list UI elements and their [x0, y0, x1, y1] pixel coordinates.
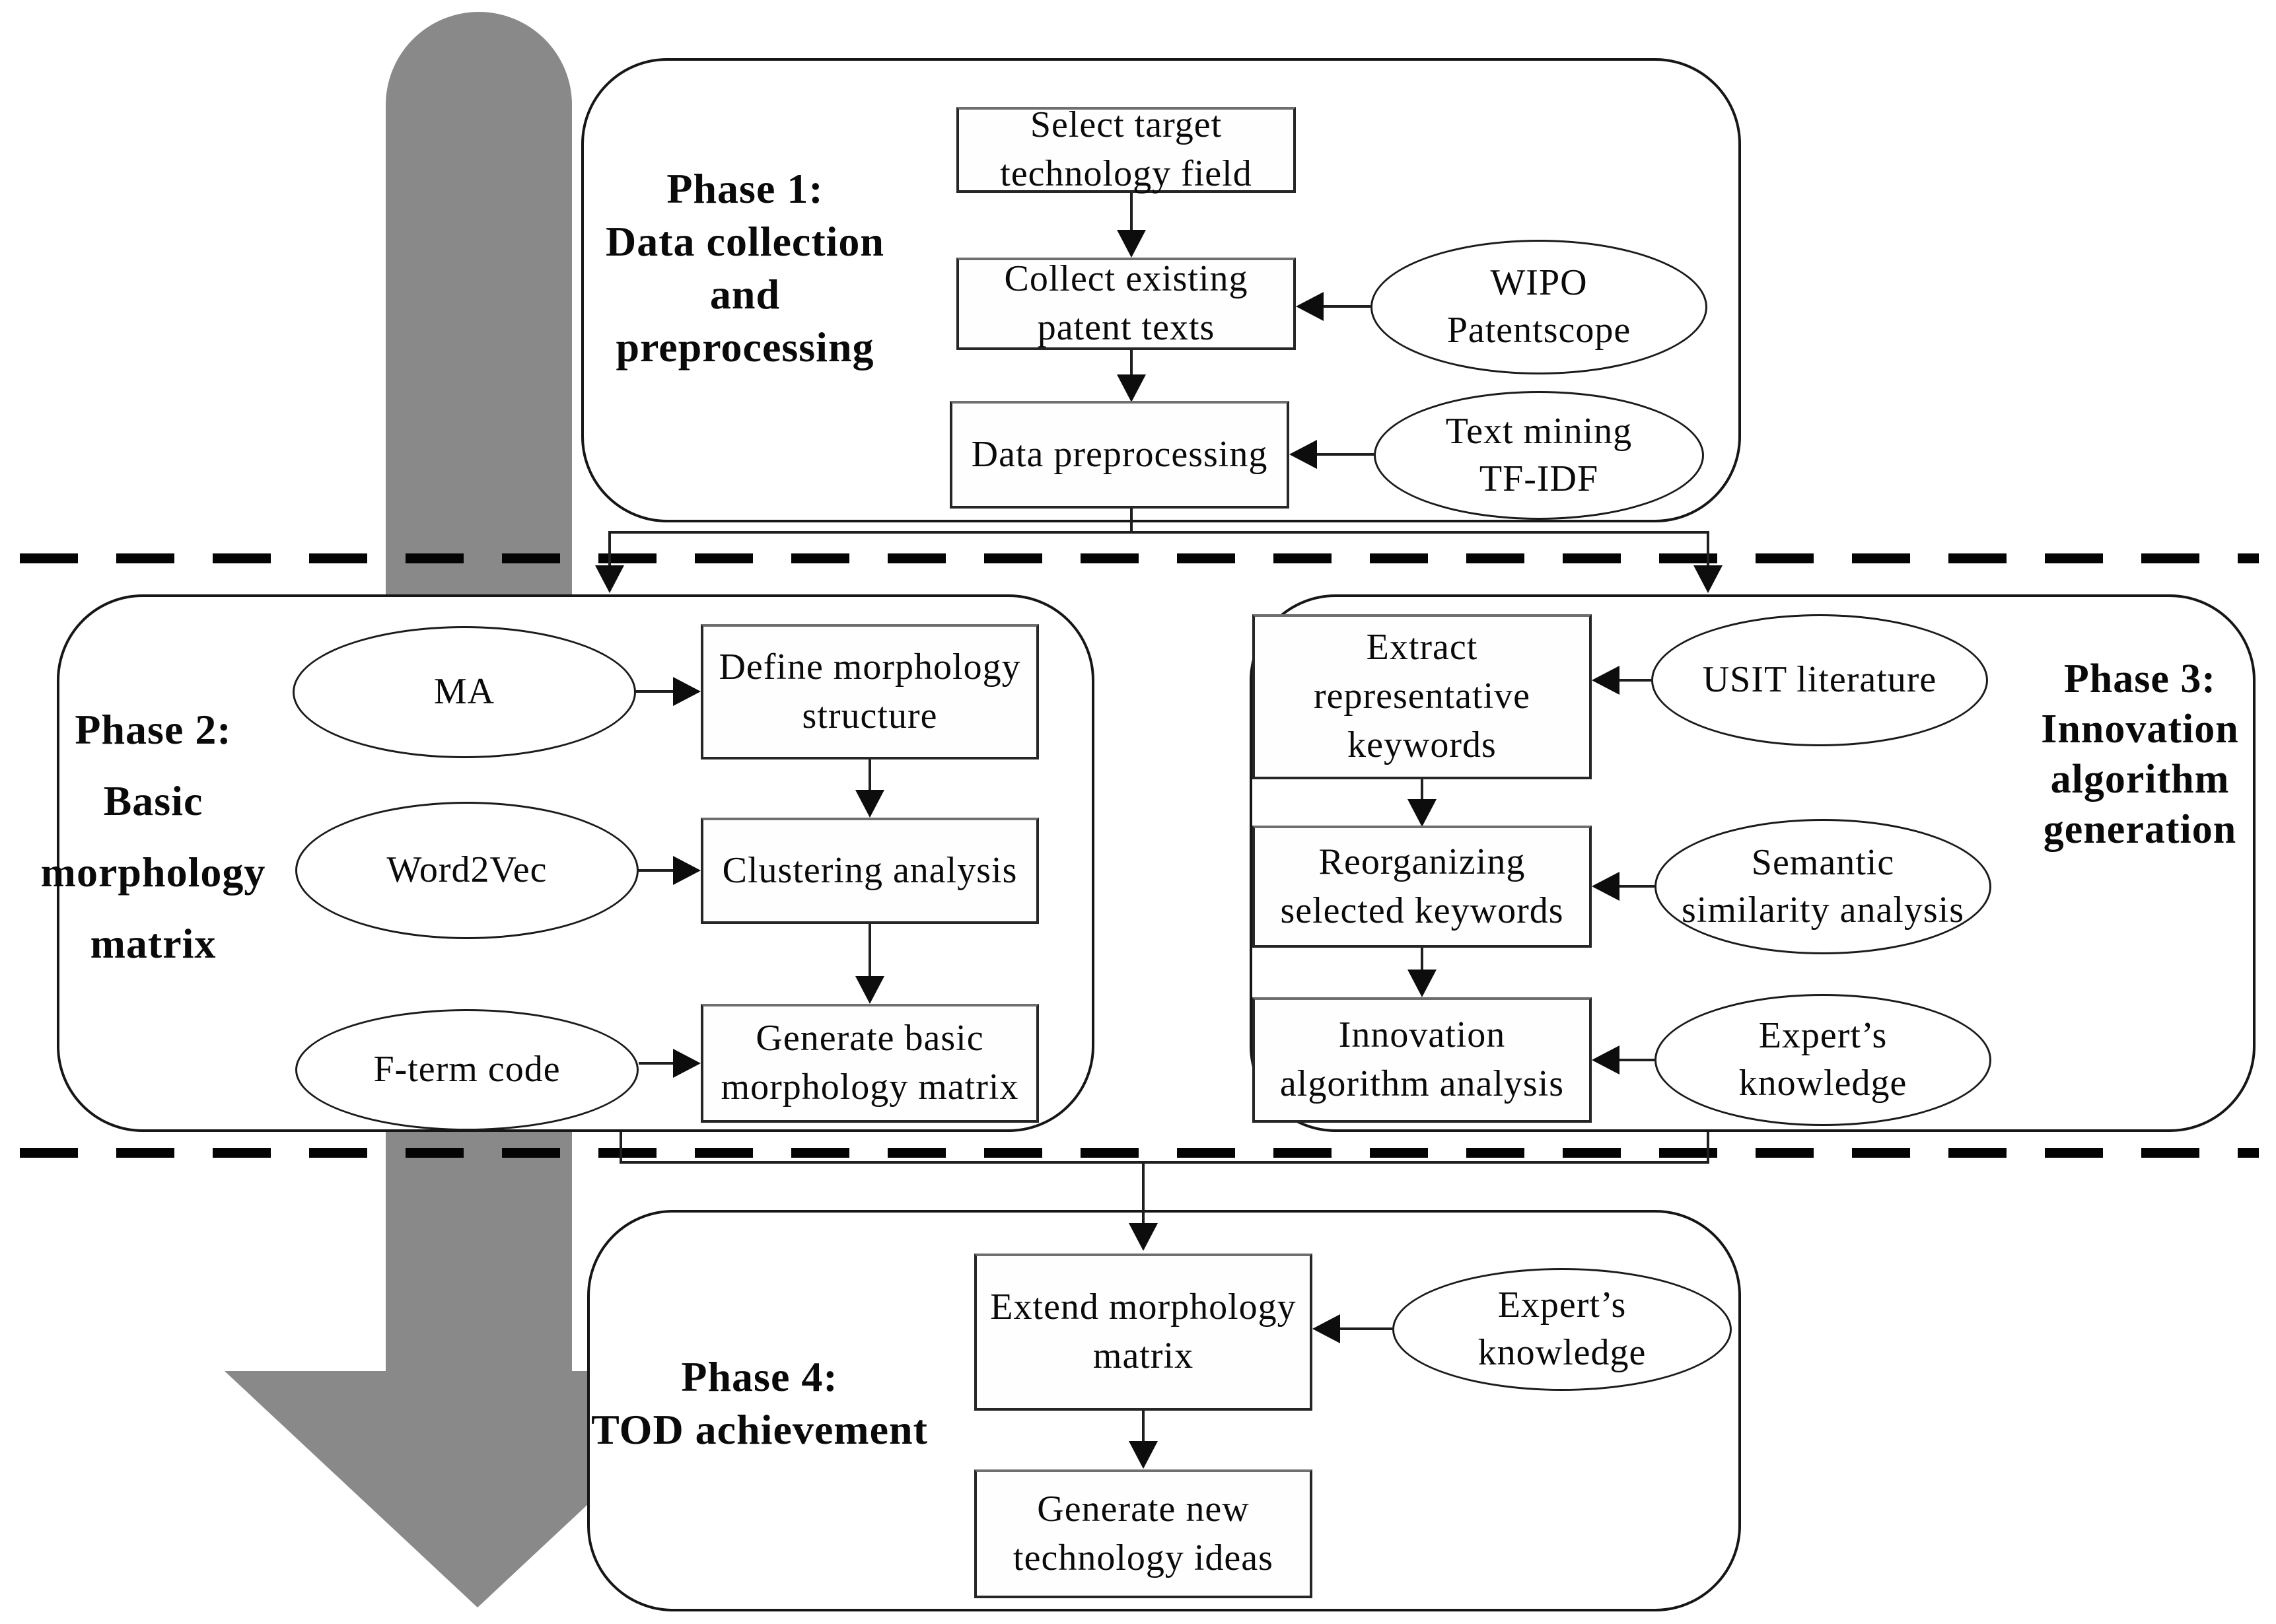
box-collect-existing-patent-texts: Collect existing patent texts	[956, 258, 1296, 350]
arrow-clustering-to-generate-line	[869, 924, 871, 977]
box-innovation-algorithm-analysis: Innovation algorithm analysis	[1252, 997, 1592, 1123]
ellipse-experts-knowledge-phase3: Expert’s knowledge	[1654, 994, 1991, 1126]
arrow-extract-to-reorganizing-line	[1421, 779, 1423, 802]
arrow-expert-to-extend-head-icon	[1312, 1314, 1340, 1343]
arrow-wipo-to-collect-line	[1324, 305, 1370, 308]
ellipse-fterm-code: F-term code	[295, 1009, 639, 1131]
arrow-extend-to-generate-head-icon	[1129, 1441, 1158, 1469]
box-clustering-analysis: Clustering analysis	[701, 818, 1039, 924]
arrow-expert-to-innovation-line	[1619, 1059, 1654, 1061]
arrow-word2vec-to-clustering-head-icon	[673, 856, 701, 885]
arrow-tfidf-to-preprocessing-line	[1317, 453, 1374, 456]
arrow-extract-to-reorganizing-head-icon	[1407, 799, 1437, 827]
box-define-morphology-structure: Define morphology structure	[701, 624, 1039, 759]
arrow-tfidf-to-preprocessing-head-icon	[1289, 440, 1317, 469]
box-extend-morphology-matrix: Extend morphology matrix	[974, 1253, 1312, 1411]
arrow-semantic-to-reorganizing-line	[1619, 885, 1654, 888]
arrow-reorganizing-to-innovation-head-icon	[1407, 970, 1437, 997]
ellipse-text-mining-tfidf: Text mining TF-IDF	[1374, 391, 1704, 520]
arrow-collect-to-preprocessing-head-icon	[1117, 374, 1146, 402]
connector-into-phase2-line	[608, 532, 611, 567]
arrow-define-to-clustering-line	[869, 759, 871, 793]
connector-into-phase2-head-icon	[595, 565, 624, 593]
arrow-clustering-to-generate-head-icon	[855, 976, 884, 1004]
arrow-extend-to-generate-line	[1142, 1411, 1145, 1442]
arrow-select-to-collect-line	[1130, 193, 1133, 232]
ellipse-experts-knowledge-phase4: Expert’s knowledge	[1392, 1268, 1732, 1391]
box-extract-representative-keywords: Extract representative keywords	[1252, 614, 1592, 779]
arrow-define-to-clustering-head-icon	[855, 790, 884, 818]
arrow-expert-to-innovation-head-icon	[1592, 1045, 1619, 1075]
connector-into-phase4-line	[1142, 1162, 1145, 1224]
box-reorganizing-selected-keywords: Reorganizing selected keywords	[1252, 826, 1592, 948]
ellipse-ma: MA	[293, 626, 636, 758]
ellipse-wipo-patentscope: WIPO Patentscope	[1370, 240, 1707, 374]
phase1-title: Phase 1: Data collection and preprocessi…	[606, 165, 884, 371]
arrow-select-to-collect-head-icon	[1117, 230, 1146, 258]
phase2-title: Phase 2: Basic morphology matrix	[40, 706, 266, 967]
arrow-wipo-to-collect-head-icon	[1296, 292, 1324, 321]
arrow-fterm-to-generate-line	[639, 1062, 674, 1065]
arrow-ma-to-define-line	[635, 690, 674, 693]
connector-into-phase3-line	[1707, 532, 1709, 567]
connector-merge-horizontal-line	[620, 1161, 1709, 1164]
connector-into-phase3-head-icon	[1693, 565, 1723, 593]
connector-preprocessing-down-line	[1130, 509, 1133, 532]
ellipse-semantic-similarity-analysis: Semantic similarity analysis	[1654, 819, 1991, 954]
arrow-reorganizing-to-innovation-line	[1421, 948, 1423, 971]
connector-into-phase4-head-icon	[1129, 1223, 1158, 1251]
connector-split-horizontal-line	[608, 531, 1709, 534]
box-generate-basic-morphology-matrix: Generate basic morphology matrix	[701, 1004, 1039, 1123]
connector-phase2-exit-line	[620, 1132, 622, 1162]
arrow-ma-to-define-head-icon	[673, 677, 701, 706]
box-data-preprocessing: Data preprocessing	[950, 401, 1289, 509]
arrow-word2vec-to-clustering-line	[637, 869, 674, 872]
separator-phase23-phase4	[20, 1148, 2259, 1158]
phase3-title: Phase 3: Innovation algorithm generation	[2041, 656, 2239, 852]
phase4-title: Phase 4: TOD achievement	[591, 1353, 928, 1453]
connector-phase3-exit-line	[1707, 1132, 1709, 1162]
ellipse-usit-literature: USIT literature	[1651, 614, 1988, 746]
arrow-collect-to-preprocessing-line	[1130, 350, 1133, 376]
box-generate-new-technology-ideas: Generate new technology ideas	[974, 1469, 1312, 1598]
arrow-usit-to-extract-line	[1619, 679, 1651, 682]
box-select-target-technology-field: Select target technology field	[956, 104, 1296, 194]
separator-phase1-phase23	[20, 553, 2259, 563]
arrow-usit-to-extract-head-icon	[1592, 666, 1619, 695]
arrow-fterm-to-generate-head-icon	[673, 1049, 701, 1078]
arrow-semantic-to-reorganizing-head-icon	[1592, 872, 1619, 901]
arrow-expert-to-extend-line	[1340, 1327, 1392, 1330]
ellipse-word2vec: Word2Vec	[295, 802, 639, 939]
